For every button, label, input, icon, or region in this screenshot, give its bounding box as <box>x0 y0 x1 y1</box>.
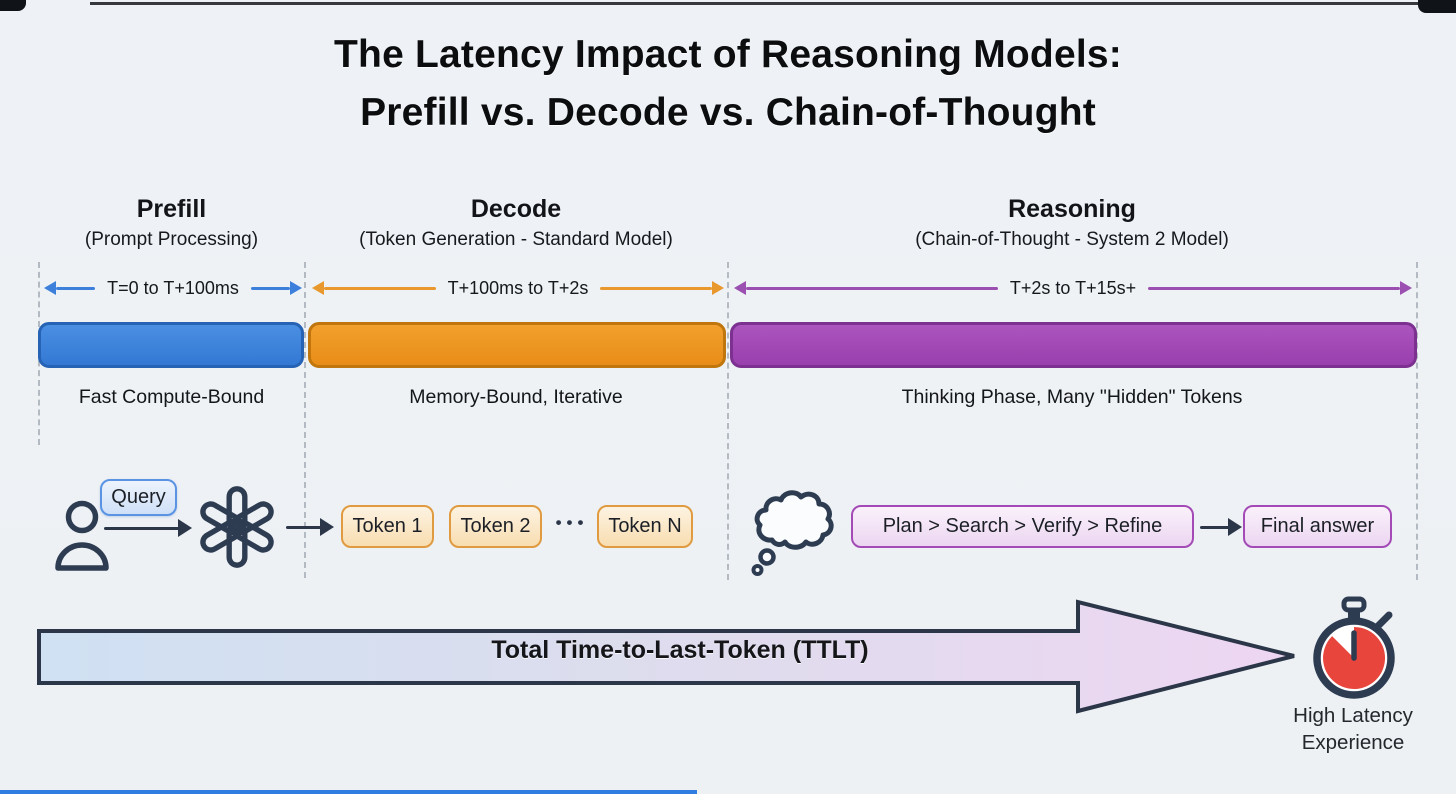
phase-name: Decode <box>470 195 562 223</box>
flow-arrow-icon <box>104 519 192 537</box>
time-range-label: T=0 to T+100ms <box>107 277 239 298</box>
latency-caption-line-2: Experience <box>1301 731 1405 754</box>
time-range-prefill: T=0 to T+100ms <box>44 277 302 299</box>
page-title: The Latency Impact of Reasoning Models: … <box>0 26 1456 142</box>
bottom-edge-artifact <box>0 790 697 794</box>
arrowhead-left-icon <box>734 281 746 295</box>
dashed-guide-line <box>727 262 729 580</box>
user-icon <box>55 500 109 571</box>
corner-artifact-top-right <box>1418 0 1456 13</box>
phase-bar-prefill <box>38 322 304 368</box>
phase-bar-reasoning <box>730 322 1417 368</box>
arrowhead-right-icon <box>1400 281 1412 295</box>
final-answer-chip: Final answer <box>1243 505 1392 548</box>
query-chip: Query <box>100 479 177 516</box>
phase-name: Prefill <box>136 195 207 223</box>
flow-arrow-icon <box>286 518 334 536</box>
stopwatch-icon <box>1313 596 1395 699</box>
phase-header-prefill: Prefill (Prompt Processing) <box>38 194 305 251</box>
time-range-label: T+100ms to T+2s <box>447 277 589 298</box>
phase-subtitle: (Token Generation - Standard Model) <box>359 229 673 250</box>
time-range-label: T+2s to T+15s+ <box>1009 277 1137 298</box>
openai-logo-icon <box>200 486 274 568</box>
arrowhead-left-icon <box>312 281 324 295</box>
query-label: Query <box>111 486 166 508</box>
phase-subtitle: (Chain-of-Thought - System 2 Model) <box>915 229 1229 250</box>
arrowhead-right-icon <box>290 281 302 295</box>
ellipsis-dots: ••• <box>555 513 589 532</box>
ttlt-arrow <box>37 599 1295 714</box>
ttlt-label: Total Time-to-Last-Token (TTLT) <box>491 636 869 664</box>
latency-caption-line-1: High Latency <box>1293 704 1413 727</box>
top-edge-artifact <box>90 2 1456 5</box>
phase-header-decode: Decode (Token Generation - Standard Mode… <box>305 194 727 251</box>
flow-arrow-icon <box>1200 518 1242 536</box>
dashed-guide-line <box>1416 262 1418 580</box>
token-chip: Token 2 <box>449 505 542 548</box>
token-label: Token 2 <box>460 515 531 537</box>
arrowhead-left-icon <box>44 281 56 295</box>
phase-header-reasoning: Reasoning (Chain-of-Thought - System 2 M… <box>727 194 1417 251</box>
phase-name: Reasoning <box>1008 195 1136 223</box>
reasoning-chain-label: Plan > Search > Verify > Refine <box>882 515 1163 537</box>
final-answer-label: Final answer <box>1260 515 1375 537</box>
latency-caption: High Latency Experience <box>1268 702 1438 756</box>
token-chip: Token 1 <box>341 505 434 548</box>
phase-subtitle: (Prompt Processing) <box>84 229 259 250</box>
time-range-reasoning: T+2s to T+15s+ <box>734 277 1412 299</box>
corner-artifact-top-left <box>0 0 26 11</box>
thought-cloud-icon <box>751 490 834 576</box>
reasoning-chain-chip: Plan > Search > Verify > Refine <box>851 505 1194 548</box>
phase-description: Memory-Bound, Iterative <box>409 386 623 408</box>
dashed-guide-line <box>304 262 306 578</box>
token-chip: Token N <box>597 505 693 548</box>
title-line-1: The Latency Impact of Reasoning Models: <box>334 33 1122 76</box>
token-label: Token 1 <box>352 515 423 537</box>
token-label: Token N <box>608 515 682 537</box>
time-range-decode: T+100ms to T+2s <box>312 277 724 299</box>
phase-bar-decode <box>308 322 726 368</box>
title-line-2: Prefill vs. Decode vs. Chain-of-Thought <box>360 91 1096 134</box>
arrowhead-right-icon <box>712 281 724 295</box>
phase-description: Thinking Phase, Many "Hidden" Tokens <box>901 386 1243 408</box>
phase-description: Fast Compute-Bound <box>78 386 265 408</box>
